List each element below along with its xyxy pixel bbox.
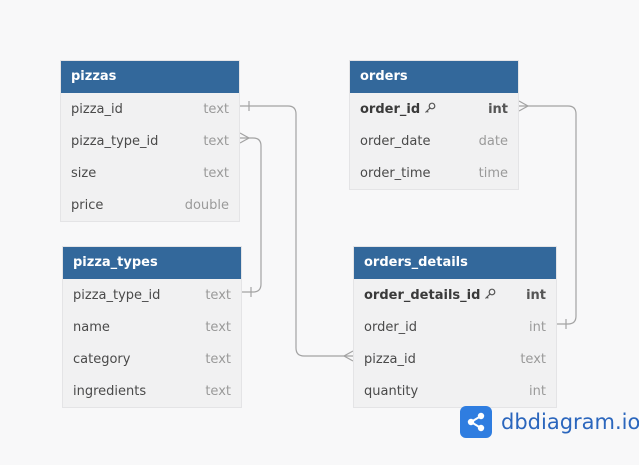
field-type: text — [205, 351, 231, 367]
relationship-pizzas-orders-details — [240, 101, 354, 362]
relationship-line — [240, 137, 262, 293]
many-marker — [518, 100, 530, 112]
field-name: price — [71, 197, 104, 213]
field-name: order_id — [364, 319, 418, 335]
field-name: quantity — [364, 383, 419, 399]
field-type: int — [529, 383, 546, 399]
table-field[interactable]: pizza_id text — [354, 343, 556, 375]
field-type: text — [205, 287, 231, 303]
field-name: ingredients — [73, 383, 147, 399]
relationship-orders-details-orders — [518, 100, 577, 329]
field-type: time — [478, 165, 508, 181]
dbdiagram-brand[interactable]: dbdiagram.io — [460, 406, 639, 438]
table-header[interactable]: orders — [350, 61, 518, 93]
field-name: pizza_type_id — [71, 133, 159, 149]
field-type: text — [205, 383, 231, 399]
field-name: order_details_id — [364, 287, 481, 303]
table-header[interactable]: pizzas — [61, 61, 239, 93]
table-field-primary-key[interactable]: order_details_id int — [354, 279, 556, 311]
field-type: text — [203, 133, 229, 149]
table-header[interactable]: orders_details — [354, 247, 556, 279]
table-field-primary-key[interactable]: order_id int — [350, 93, 518, 125]
table-orders-details[interactable]: orders_details order_details_id int orde… — [353, 246, 557, 408]
field-name: order_date — [360, 133, 431, 149]
table-field[interactable]: pizza_id text — [61, 93, 239, 125]
field-type: text — [203, 165, 229, 181]
field-name: pizza_id — [364, 351, 416, 367]
key-icon — [485, 288, 496, 299]
table-pizzas[interactable]: pizzas pizza_id text pizza_type_id text … — [60, 60, 240, 222]
field-name: order_time — [360, 165, 431, 181]
field-type: int — [529, 319, 546, 335]
many-marker — [239, 132, 251, 144]
field-type: text — [205, 319, 231, 335]
field-type: text — [520, 351, 546, 367]
field-name: name — [73, 319, 110, 335]
field-type: text — [203, 101, 229, 117]
table-field[interactable]: category text — [63, 343, 241, 375]
field-type: int — [526, 287, 546, 303]
table-field[interactable]: name text — [63, 311, 241, 343]
table-field[interactable]: pizza_type_id text — [61, 125, 239, 157]
field-type: int — [488, 101, 508, 117]
table-pizza-types[interactable]: pizza_types pizza_type_id text name text… — [62, 246, 242, 408]
many-marker — [342, 350, 354, 362]
table-field[interactable]: size text — [61, 157, 239, 189]
relationship-line — [519, 105, 577, 325]
field-name-wrap: order_details_id — [364, 288, 526, 303]
field-name: size — [71, 165, 97, 181]
table-field[interactable]: order_id int — [354, 311, 556, 343]
table-orders[interactable]: orders order_id int order_date date orde… — [349, 60, 519, 190]
table-field[interactable]: order_date date — [350, 125, 518, 157]
field-name: pizza_type_id — [73, 287, 161, 303]
field-name: category — [73, 351, 131, 367]
field-type: double — [184, 197, 229, 213]
table-field[interactable]: pizza_type_id text — [63, 279, 241, 311]
table-field[interactable]: price double — [61, 189, 239, 221]
relationship-line — [240, 105, 353, 357]
table-field[interactable]: quantity int — [354, 375, 556, 407]
field-type: date — [478, 133, 508, 149]
field-name-wrap: order_id — [360, 102, 488, 117]
field-name: order_id — [360, 101, 421, 117]
table-field[interactable]: order_time time — [350, 157, 518, 189]
key-icon — [425, 102, 436, 113]
brand-name: dbdiagram.io — [501, 410, 639, 434]
table-header[interactable]: pizza_types — [63, 247, 241, 279]
share-nodes-icon — [460, 406, 492, 438]
field-name: pizza_id — [71, 101, 123, 117]
relationship-pizza-types-pizzas — [239, 132, 262, 297]
table-field[interactable]: ingredients text — [63, 375, 241, 407]
